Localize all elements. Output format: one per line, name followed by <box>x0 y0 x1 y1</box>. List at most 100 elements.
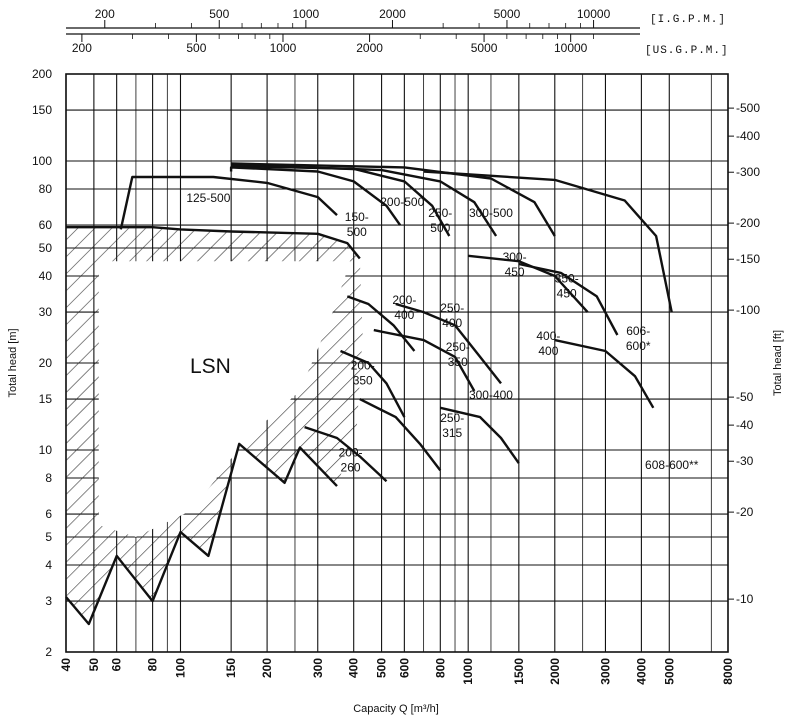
usgpm-tick-label: 200 <box>72 41 92 55</box>
pump-curve <box>231 162 556 237</box>
lsn-range-hatching <box>66 227 363 624</box>
curve-label: 300-500 <box>469 206 513 220</box>
x-tick-label: 300 <box>311 658 325 678</box>
usgpm-tick-label: 10000 <box>554 41 588 55</box>
axis-ticks: 40 50 60 80 100 150 200 300 400 500 600 800 1000 1500… <box>32 67 760 685</box>
y-tick-label-left: 8 <box>45 471 52 485</box>
y-tick-label-left: 80 <box>39 182 53 196</box>
y-tick-label-right: -100 <box>736 303 760 317</box>
curve-label: 250-315 <box>440 411 464 440</box>
curve-label-line: 315 <box>442 426 462 440</box>
y-tick-label-left: 3 <box>45 594 52 608</box>
pump-curve <box>373 328 476 392</box>
y-tick-label-left: 6 <box>45 507 52 521</box>
curve-label-line: 450 <box>505 265 525 279</box>
pump-curve <box>518 262 619 336</box>
curve-label: 608-600** <box>645 458 699 472</box>
pump-curve <box>119 175 338 230</box>
x-tick-label: 150 <box>224 658 238 678</box>
curve-label: 125-500 <box>186 191 230 205</box>
curve-label-line: 250- <box>440 301 464 315</box>
x-tick-label: 1000 <box>461 658 475 685</box>
pump-curves <box>65 162 673 626</box>
curve-label: 200-500 <box>380 195 424 209</box>
usgpm-tick-label: 5000 <box>471 41 498 55</box>
y-tick-label-left: 100 <box>32 154 52 168</box>
curve-label-line: 450 <box>557 286 577 300</box>
x-tick-label: 3000 <box>598 658 612 685</box>
curve-label: 350-450 <box>555 271 579 300</box>
curve-label: 300-450 <box>503 250 527 279</box>
x-tick-label: 600 <box>397 658 411 678</box>
x-tick-label: 5000 <box>662 658 676 685</box>
pump-curve <box>440 406 520 464</box>
igpm-tick-label: 1000 <box>293 7 320 21</box>
igpm-tick-label: 2000 <box>379 7 406 21</box>
y-tick-label-left: 150 <box>32 103 52 117</box>
usgpm-tick-label: 2000 <box>356 41 383 55</box>
y-tick-label-left: 40 <box>39 269 53 283</box>
curve-label-line: 200-500 <box>380 195 424 209</box>
usgpm-tick-label: 1000 <box>270 41 297 55</box>
y-tick-label-right: -30 <box>736 454 754 468</box>
pump-curve <box>231 163 498 237</box>
curve-label: 200-260 <box>339 445 363 474</box>
curve-label-line: 350 <box>448 355 468 369</box>
igpm-tick-label: 10000 <box>577 7 611 21</box>
curve-label-line: 250- <box>446 340 470 354</box>
curve-label: 250-500 <box>428 206 452 235</box>
y-tick-label-left: 20 <box>39 356 53 370</box>
igpm-tick-label: 500 <box>209 7 229 21</box>
pump-curve <box>340 349 406 418</box>
curve-label: 606-600* <box>626 324 651 353</box>
curve-label-line: 600* <box>626 339 651 353</box>
pump-curve <box>346 295 416 352</box>
curve-label-line: 300- <box>503 250 527 264</box>
pump-curve <box>66 226 361 260</box>
curve-label-line: 300-400 <box>469 388 513 402</box>
pump-curve <box>554 338 655 409</box>
curve-label: 400-400 <box>536 329 560 358</box>
pump-curve <box>65 442 338 626</box>
lsn-region-label: LSN <box>190 355 231 378</box>
y-tick-label-right: -50 <box>736 390 754 404</box>
curve-label: 250-400 <box>440 301 464 330</box>
y-tick-label-left: 4 <box>45 558 52 572</box>
curve-label-line: 606- <box>626 324 650 338</box>
curve-label-line: 500 <box>430 221 450 235</box>
curve-label-line: 400 <box>394 308 414 322</box>
curve-label-line: 500 <box>347 225 367 239</box>
x-tick-label: 50 <box>87 658 101 672</box>
curve-label-line: 400 <box>442 316 462 330</box>
y-tick-label-left: 5 <box>45 530 52 544</box>
x-tick-label: 1500 <box>512 658 526 685</box>
curve-label-line: 400 <box>538 344 558 358</box>
x-tick-label: 800 <box>433 658 447 678</box>
curve-label-line: 250- <box>428 206 452 220</box>
curve-label: 200-400 <box>392 293 416 322</box>
curve-label-line: 350 <box>353 373 373 387</box>
x-tick-label: 40 <box>59 658 73 672</box>
y-tick-label-left: 60 <box>39 218 53 232</box>
curve-label-line: 400- <box>536 329 560 343</box>
igpm-tick-label: 5000 <box>494 7 521 21</box>
y-tick-label-left: 30 <box>39 305 53 319</box>
x-tick-label: 8000 <box>721 658 735 685</box>
y-tick-label-left: 200 <box>32 67 52 81</box>
curve-label: 300-400 <box>469 388 513 402</box>
curve-label-line: 350- <box>555 271 579 285</box>
pump-curve-labels: 125-500150-500200-500250-500300-500200-4… <box>186 191 698 474</box>
y-tick-label-left: 2 <box>45 645 52 659</box>
curve-label-line: 250- <box>440 411 464 425</box>
y-tick-label-right: -300 <box>736 165 760 179</box>
curve-label: 150-500 <box>345 210 369 239</box>
usgpm-unit-label: [US.G.P.M.] <box>645 45 729 57</box>
y-axis-label-left: Total head [m] <box>7 328 19 397</box>
y-tick-label-right: -500 <box>736 101 760 115</box>
igpm-unit-label: [I.G.P.M.] <box>650 14 726 26</box>
x-tick-label: 80 <box>146 658 160 672</box>
x-tick-label: 2000 <box>548 658 562 685</box>
y-tick-label-right: -10 <box>736 592 754 606</box>
